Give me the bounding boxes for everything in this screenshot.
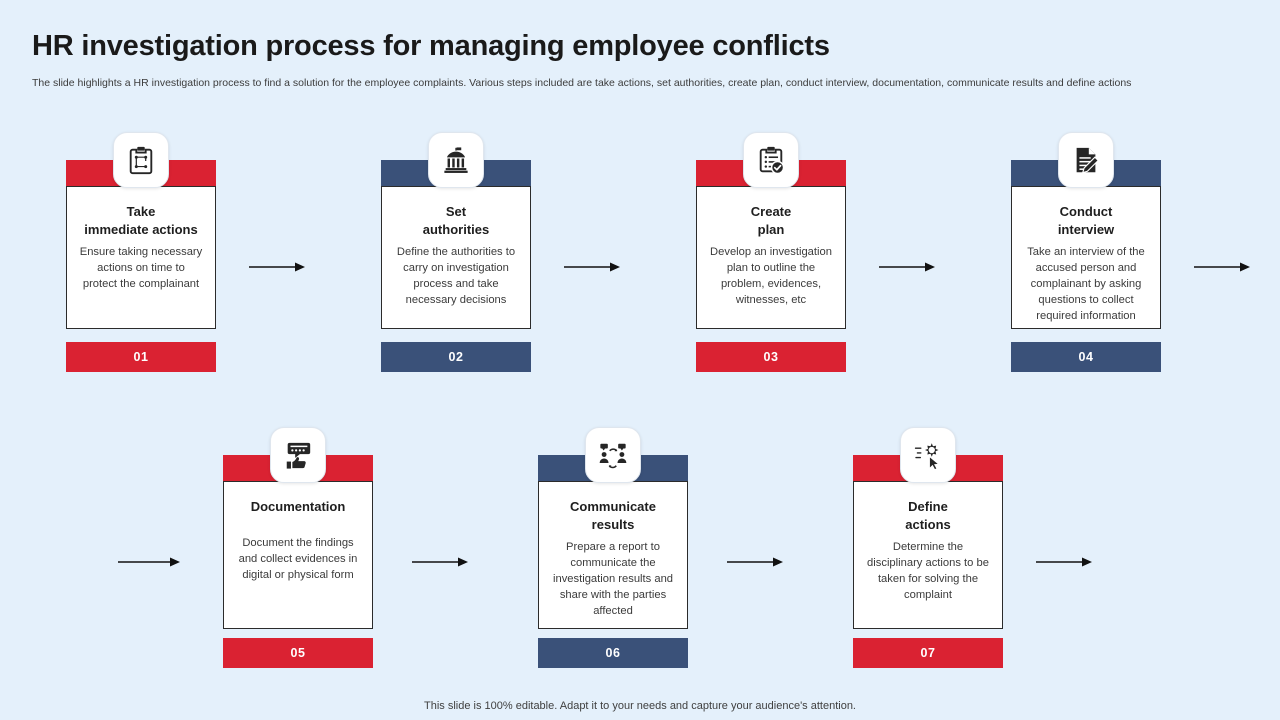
page-title: HR investigation process for managing em… <box>32 30 830 62</box>
government-building-icon <box>428 132 484 188</box>
step-panel: Conduct interview Take an interview of t… <box>1011 186 1161 329</box>
step-number-badge: 05 <box>223 638 373 668</box>
checklist-approved-icon <box>743 132 799 188</box>
people-communication-icon <box>585 427 641 483</box>
step-title: Create plan <box>709 203 833 239</box>
flow-arrow-7 <box>727 556 785 568</box>
step-title-line1: Conduct <box>1059 204 1113 219</box>
flow-arrow-4 <box>1194 261 1252 273</box>
step-title-line1: Communicate <box>570 499 656 514</box>
step-number-badge: 04 <box>1011 342 1161 372</box>
step-title-line2: immediate actions <box>84 221 198 237</box>
flow-arrow-2 <box>564 261 622 273</box>
step-panel: Define actions Determine the disciplinar… <box>853 481 1003 629</box>
step-title-line1: Take <box>126 204 156 219</box>
step-body: Prepare a report to communicate the inve… <box>552 540 674 617</box>
step-panel: Communicate results Prepare a report to … <box>538 481 688 629</box>
step-title-line2: plan <box>757 221 785 237</box>
step-body: Ensure taking necessary actions on time … <box>79 245 203 290</box>
step-panel: Create plan Develop an investigation pla… <box>696 186 846 329</box>
step-title-line2: interview <box>1057 221 1115 237</box>
page-subtitle: The slide highlights a HR investigation … <box>32 77 1132 89</box>
step-title-line2: authorities <box>422 221 490 237</box>
step-body: Document the findings and collect eviden… <box>238 536 358 581</box>
step-title: Communicate results <box>551 498 675 534</box>
step-number-badge: 07 <box>853 638 1003 668</box>
flow-arrow-1 <box>249 261 307 273</box>
step-number-badge: 03 <box>696 342 846 372</box>
step-title-line2: actions <box>905 516 951 532</box>
step-title-line1: Documentation <box>250 499 346 514</box>
footer-note: This slide is 100% editable. Adapt it to… <box>424 700 856 712</box>
step-title-line2: results <box>591 516 635 532</box>
step-title: Documentation <box>236 498 360 516</box>
flow-arrow-6 <box>412 556 470 568</box>
clipboard-plan-icon <box>113 132 169 188</box>
step-number-badge: 06 <box>538 638 688 668</box>
flow-arrow-3 <box>879 261 937 273</box>
gear-cursor-settings-icon <box>900 427 956 483</box>
document-pen-icon <box>1058 132 1114 188</box>
step-panel: Take immediate actions Ensure taking nec… <box>66 186 216 329</box>
step-number-badge: 02 <box>381 342 531 372</box>
step-number-badge: 01 <box>66 342 216 372</box>
flow-arrow-5 <box>118 556 182 568</box>
step-body: Take an interview of the accused person … <box>1027 245 1145 322</box>
step-body: Determine the disciplinary actions to be… <box>867 540 989 601</box>
step-body: Develop an investigation plan to outline… <box>710 245 832 306</box>
step-title: Take immediate actions <box>79 203 203 239</box>
step-title: Define actions <box>866 498 990 534</box>
step-title: Set authorities <box>394 203 518 239</box>
step-title-line1: Define <box>908 499 948 514</box>
step-title-line1: Set <box>445 204 467 219</box>
flow-arrow-8 <box>1036 556 1094 568</box>
step-body: Define the authorities to carry on inves… <box>396 245 516 306</box>
step-title-line1: Create <box>750 204 792 219</box>
step-panel: Set authorities Define the authorities t… <box>381 186 531 329</box>
feedback-thumbsup-icon <box>270 427 326 483</box>
step-panel: Documentation Document the findings and … <box>223 481 373 629</box>
step-title: Conduct interview <box>1024 203 1148 239</box>
